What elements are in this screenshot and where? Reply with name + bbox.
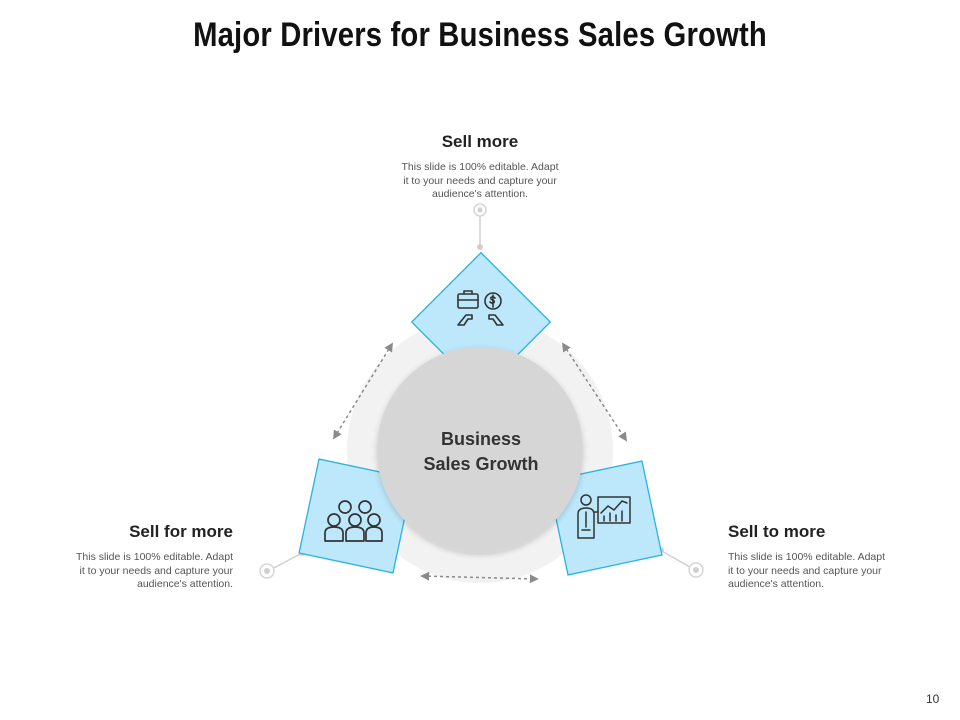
- driver-heading: Sell to more: [728, 522, 826, 541]
- desc-line: audience's attention.: [137, 578, 233, 590]
- money-exchange-icon: [457, 290, 504, 326]
- desc-line: it to your needs and capture your: [403, 174, 557, 187]
- slide-title: Major Drivers for Business Sales Growth: [193, 16, 767, 54]
- driver-block-sell-for-more: Sell for more This slide is 100% editabl…: [40, 522, 233, 592]
- center-circle: [377, 347, 583, 553]
- driver-heading: Sell for more: [129, 522, 233, 541]
- desc-line: This slide is 100% editable. Adapt: [401, 161, 559, 173]
- desc-line: audience's attention.: [432, 188, 528, 200]
- driver-description: This slide is 100% editable. Adapt it to…: [728, 551, 923, 592]
- driver-block-sell-to-more: Sell to more This slide is 100% editable…: [728, 522, 923, 592]
- center-label: Business Sales Growth: [381, 427, 581, 477]
- center-label-line1: Business: [440, 429, 522, 449]
- driver-description: This slide is 100% editable. Adapt it to…: [40, 551, 233, 592]
- desc-line: it to your needs and capture your: [728, 564, 882, 577]
- page-number: 10: [926, 692, 940, 706]
- desc-line: audience's attention.: [728, 578, 824, 590]
- desc-line: This slide is 100% editable. Adapt: [728, 551, 886, 563]
- driver-description: This slide is 100% editable. Adapt it to…: [380, 161, 580, 202]
- presenter-chart-icon: [577, 494, 631, 539]
- driver-heading: Sell more: [441, 132, 519, 151]
- desc-line: This slide is 100% editable. Adapt: [75, 551, 233, 563]
- desc-line: it to your needs and capture your: [79, 564, 233, 577]
- driver-block-sell-more: Sell more This slide is 100% editable. A…: [380, 132, 580, 202]
- team-group-icon: [324, 500, 383, 542]
- cycle-arrows: [333, 342, 627, 584]
- center-label-line2: Sales Growth: [423, 454, 539, 474]
- tile-right: [547, 460, 663, 576]
